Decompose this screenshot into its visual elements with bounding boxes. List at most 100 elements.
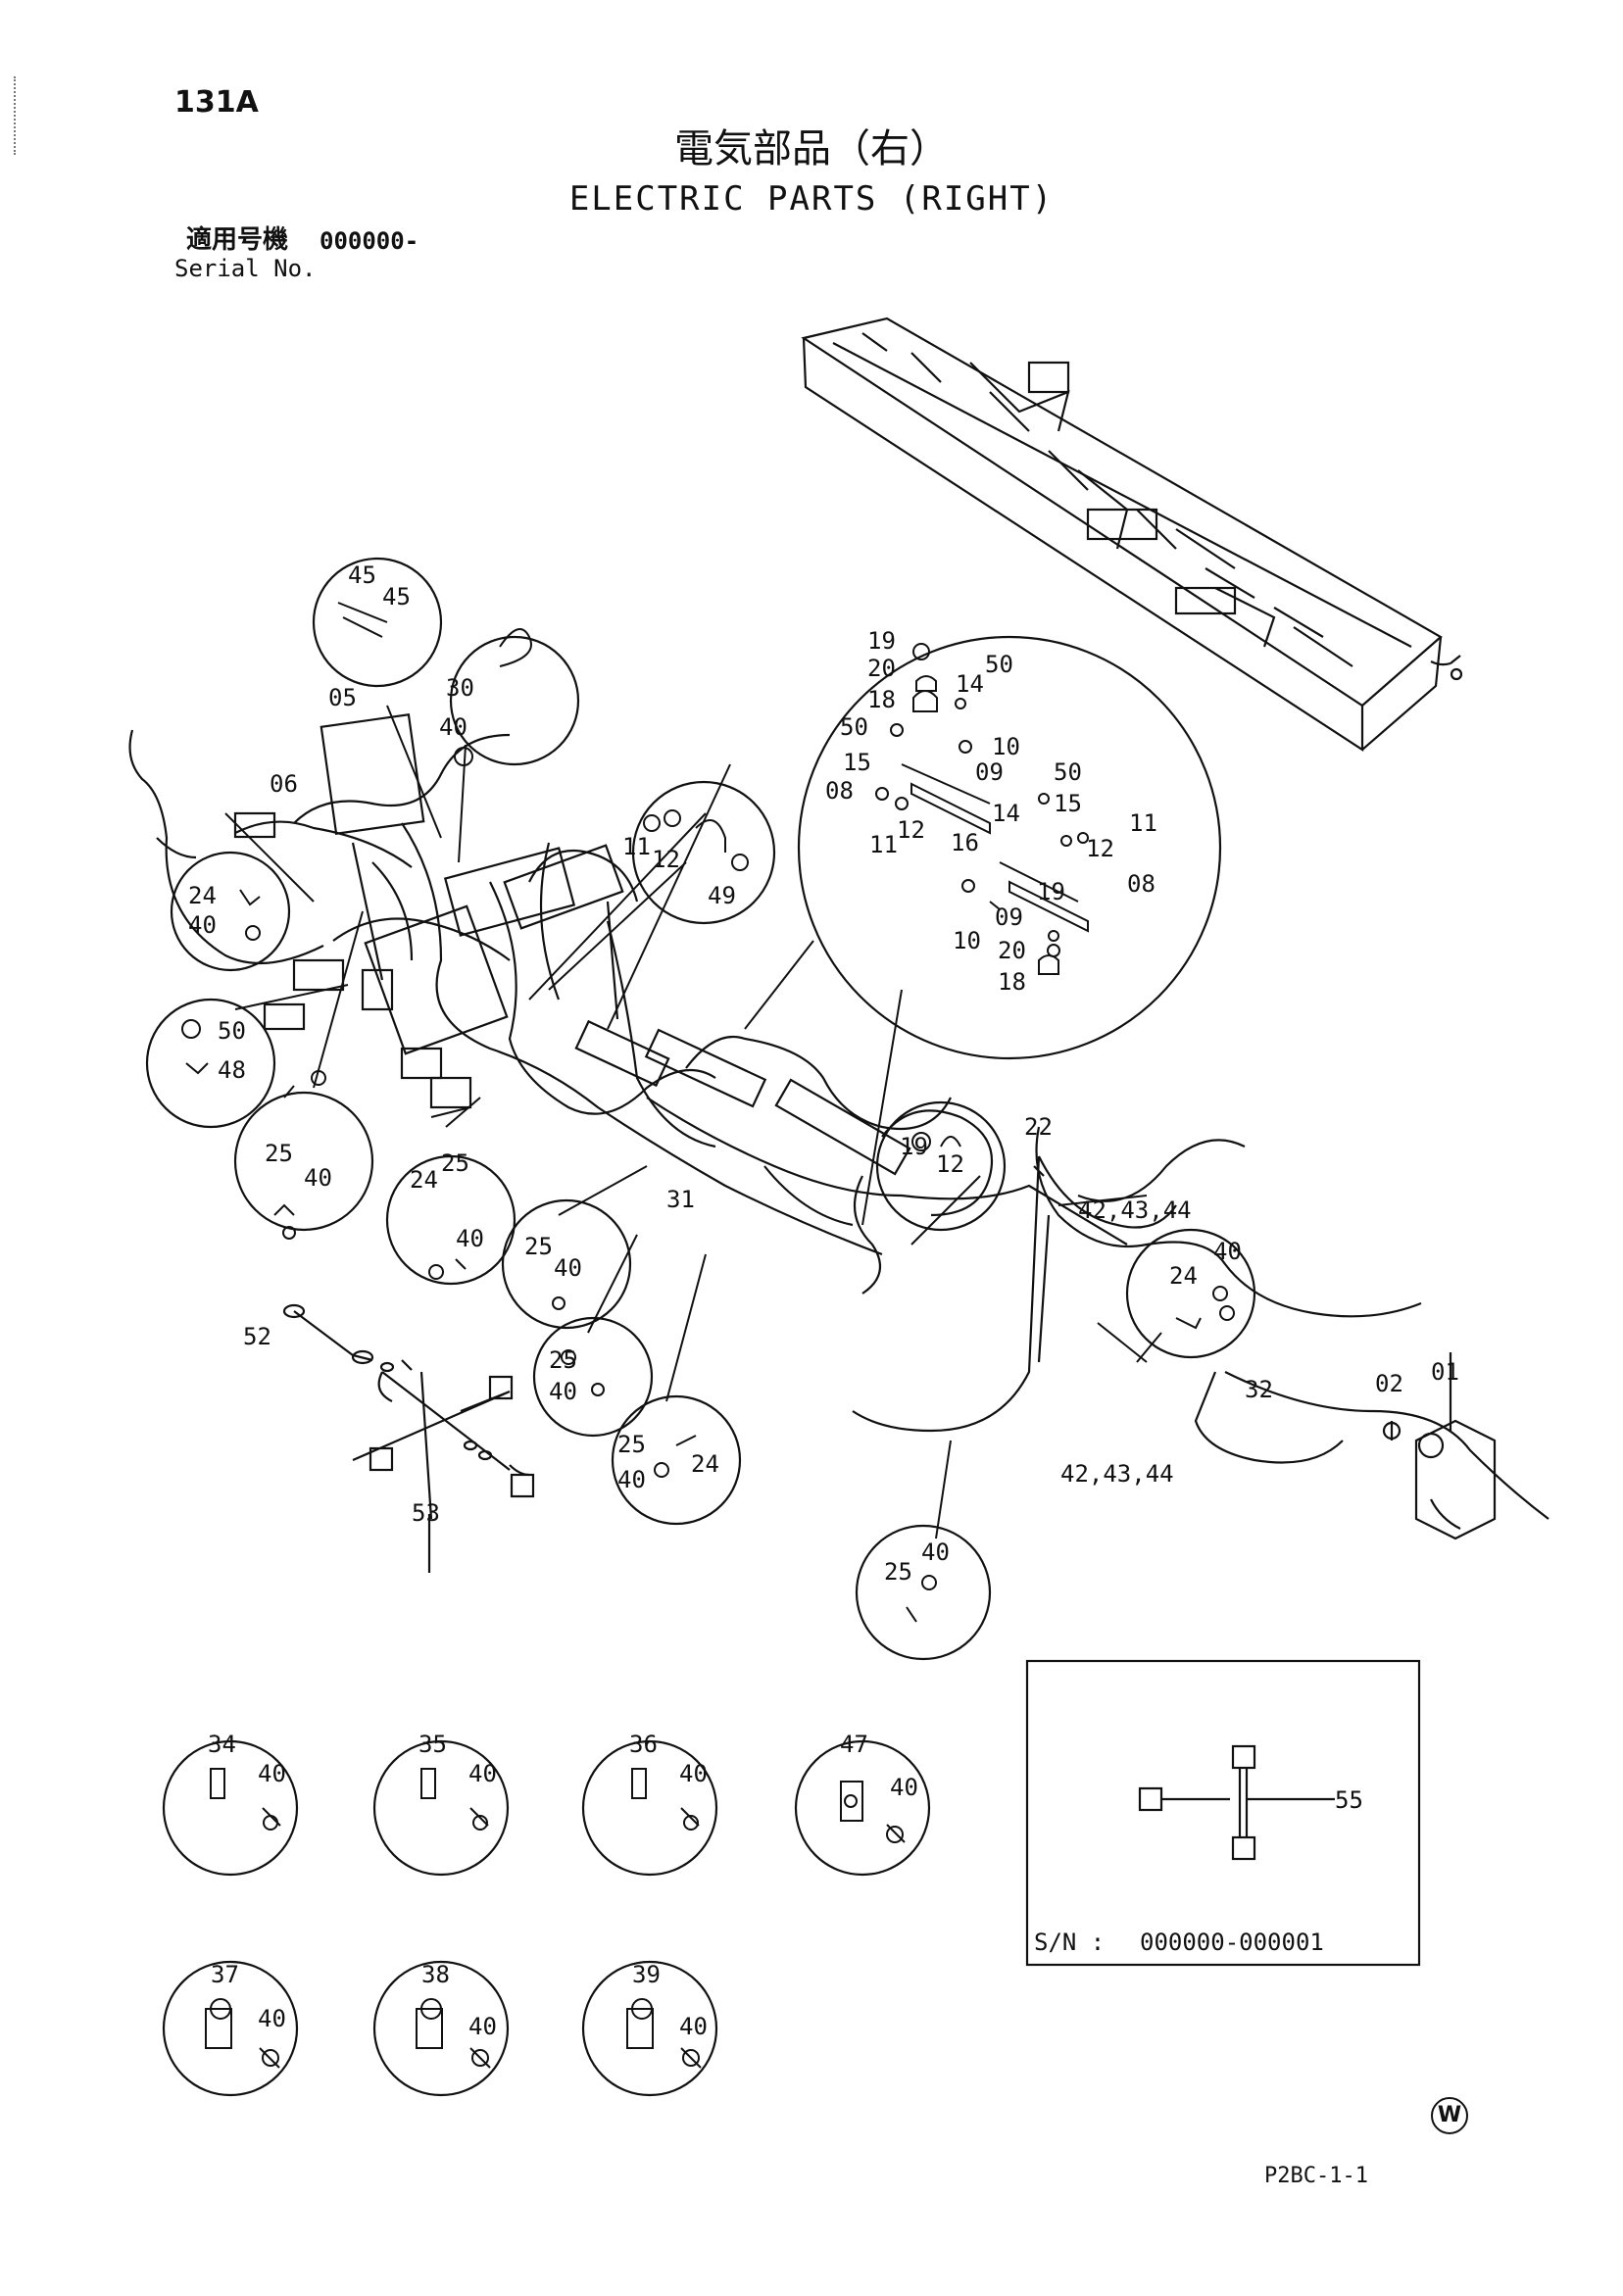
callout-19: 19 <box>1037 878 1065 905</box>
page-title-japanese: 電気部品（右） <box>674 126 949 171</box>
callout-08: 08 <box>1127 870 1156 898</box>
callout-18: 18 <box>998 968 1026 996</box>
callout-39: 39 <box>632 1961 661 1988</box>
callout-11: 11 <box>869 831 898 858</box>
serial-label-japanese: 適用号機 <box>186 225 289 255</box>
harness-53 <box>282 1303 535 1573</box>
callout-22: 22 <box>1024 1113 1053 1141</box>
callout-24: 24 <box>1169 1262 1198 1290</box>
callout-15: 15 <box>843 749 871 776</box>
callout-52: 52 <box>243 1323 271 1350</box>
callout-42-43-44: 42,43,44 <box>1078 1197 1192 1224</box>
callout-32: 32 <box>1245 1376 1273 1403</box>
callout-50: 50 <box>1054 758 1082 786</box>
callout-40: 40 <box>468 1760 497 1787</box>
callout-12: 12 <box>936 1150 964 1178</box>
wiring-harness <box>128 729 1549 1530</box>
part-01-plate <box>1382 1352 1497 1540</box>
callout-18: 18 <box>867 686 896 713</box>
callout-24: 24 <box>188 882 217 909</box>
callout-45: 45 <box>348 562 376 589</box>
callout-40: 40 <box>617 1466 646 1493</box>
callout-40: 40 <box>304 1164 332 1192</box>
callout-40: 40 <box>679 1760 708 1787</box>
callout-53: 53 <box>412 1499 440 1527</box>
callout-01: 01 <box>1431 1358 1459 1386</box>
callout-11: 11 <box>1129 809 1157 837</box>
callout-02: 02 <box>1375 1370 1403 1397</box>
callout-40: 40 <box>1213 1238 1242 1265</box>
callout-24: 24 <box>410 1166 438 1194</box>
callout-09: 09 <box>975 758 1004 786</box>
callout-34: 34 <box>208 1731 236 1758</box>
callout-19: 19 <box>867 627 896 655</box>
callout-47: 47 <box>840 1731 868 1758</box>
callout-12: 12 <box>897 816 925 844</box>
callout-42-43-44: 42,43,44 <box>1060 1460 1174 1488</box>
callout-16: 16 <box>951 829 979 856</box>
page-title-english: ELECTRIC PARTS (RIGHT) <box>568 179 1055 219</box>
callout-25: 25 <box>265 1140 293 1167</box>
callout-37: 37 <box>211 1961 239 1988</box>
callout-40: 40 <box>679 2013 708 2040</box>
callout-45: 45 <box>382 583 411 611</box>
callout-40: 40 <box>258 2005 286 2032</box>
callout-05: 05 <box>328 684 357 711</box>
callout-14: 14 <box>992 800 1020 827</box>
callout-12: 12 <box>1086 835 1114 862</box>
callout-50: 50 <box>985 651 1013 678</box>
watermark-w-icon: W <box>1431 2097 1468 2134</box>
callout-10: 10 <box>953 927 981 954</box>
inset-harness-55 <box>1025 1659 1421 1967</box>
callout-40: 40 <box>439 713 467 741</box>
footer-code: P2BC-1-1 <box>1264 2164 1368 2188</box>
callout-15: 15 <box>1054 790 1082 817</box>
callout-40: 40 <box>549 1378 577 1405</box>
serial-value: 000000- <box>320 227 419 255</box>
callout-25: 25 <box>884 1558 912 1586</box>
callout-20: 20 <box>867 655 896 682</box>
callout-12: 12 <box>652 846 680 873</box>
callout-24: 24 <box>691 1450 719 1478</box>
machine-frame-illustration <box>801 317 1463 753</box>
callout-50: 50 <box>218 1017 246 1045</box>
callout-08: 08 <box>825 777 854 805</box>
callout-40: 40 <box>890 1774 918 1801</box>
callout-40: 40 <box>258 1760 286 1787</box>
callout-11: 11 <box>622 833 651 860</box>
callout-55: 55 <box>1335 1786 1363 1814</box>
margin-marks <box>14 76 19 155</box>
bubble-parts <box>181 602 1235 2069</box>
callout-25: 25 <box>549 1346 577 1374</box>
callout-14: 14 <box>956 670 984 698</box>
callout-25: 25 <box>441 1149 469 1177</box>
callout-36: 36 <box>629 1731 658 1758</box>
callout-25: 25 <box>617 1431 646 1458</box>
callout-40: 40 <box>554 1254 582 1282</box>
callout-10: 10 <box>992 733 1020 760</box>
callout-40: 40 <box>468 2013 497 2040</box>
callout-40: 40 <box>921 1539 950 1566</box>
left-harness-detail <box>233 713 911 1176</box>
callout-50: 50 <box>840 713 868 741</box>
callout-40: 40 <box>456 1225 484 1252</box>
callout-35: 35 <box>418 1731 447 1758</box>
callout-19: 19 <box>900 1133 928 1160</box>
inset-serial-range: 000000-000001 <box>1140 1929 1324 1956</box>
serial-label-english: Serial No. <box>174 255 317 282</box>
callout-20: 20 <box>998 937 1026 964</box>
callout-40: 40 <box>188 911 217 939</box>
callout-25: 25 <box>524 1233 553 1260</box>
callout-38: 38 <box>421 1961 450 1988</box>
callout-09: 09 <box>995 904 1023 931</box>
callout-30: 30 <box>446 674 474 702</box>
inset-serial-label: S/N : <box>1034 1929 1105 1956</box>
callout-31: 31 <box>666 1186 695 1213</box>
page-number: 131A <box>174 85 259 120</box>
detail-bubbles <box>145 557 1256 2097</box>
callout-06: 06 <box>270 770 298 798</box>
callout-48: 48 <box>218 1056 246 1084</box>
leader-lines <box>224 705 1162 1539</box>
callout-49: 49 <box>708 882 736 909</box>
